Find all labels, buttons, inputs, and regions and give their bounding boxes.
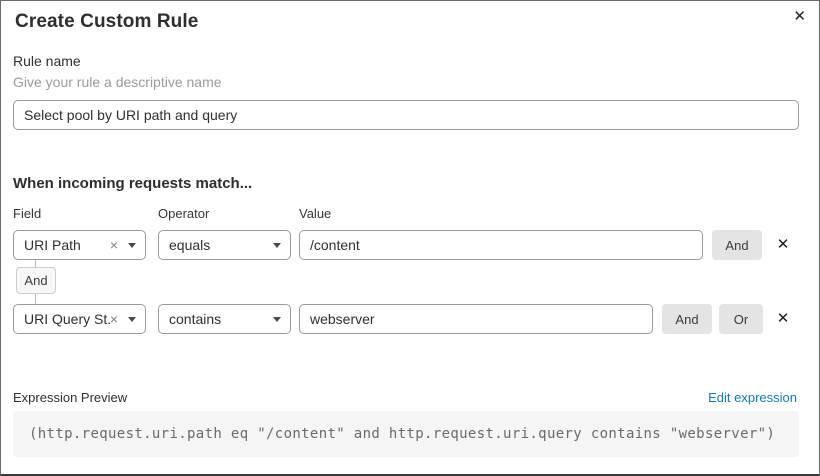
operator-dropdown-row2-value: contains xyxy=(169,311,222,327)
rule-name-label: Rule name xyxy=(13,53,81,69)
field-dropdown-row2[interactable]: URI Query St... × xyxy=(13,304,146,334)
expression-code: (http.request.uri.path eq "/content" and… xyxy=(29,426,776,442)
close-icon[interactable]: ✕ xyxy=(793,8,806,25)
column-label-field: Field xyxy=(13,206,42,221)
clear-icon[interactable]: × xyxy=(109,237,118,253)
rule-name-input[interactable] xyxy=(13,100,799,130)
clear-icon[interactable]: × xyxy=(109,311,118,327)
field-dropdown-row1[interactable]: URI Path × xyxy=(13,230,146,260)
column-label-value: Value xyxy=(299,206,332,221)
value-input-row1[interactable] xyxy=(299,230,703,260)
caret-down-icon xyxy=(128,242,136,248)
field-dropdown-row1-value: URI Path xyxy=(24,237,81,253)
caret-down-icon xyxy=(273,242,281,248)
caret-down-icon xyxy=(273,316,281,322)
or-button-row2[interactable]: Or xyxy=(719,304,763,334)
field-dropdown-row2-value: URI Query St... xyxy=(24,311,110,327)
operator-dropdown-row1-value: equals xyxy=(169,237,211,253)
dialog-title: Create Custom Rule xyxy=(15,11,199,32)
remove-row2-icon[interactable]: ✕ xyxy=(776,310,790,327)
and-button-row2[interactable]: And xyxy=(662,304,712,334)
rule-name-helper: Give your rule a descriptive name xyxy=(13,74,222,90)
expression-preview-label: Expression Preview xyxy=(13,390,128,405)
and-button-row1[interactable]: And xyxy=(712,230,762,260)
match-heading: When incoming requests match... xyxy=(13,175,253,192)
caret-down-icon xyxy=(128,316,136,322)
edit-expression-link[interactable]: Edit expression xyxy=(708,390,797,405)
connector-and-chip: And xyxy=(16,267,56,294)
value-input-row2[interactable] xyxy=(299,304,653,334)
column-label-operator: Operator xyxy=(158,206,210,221)
operator-dropdown-row2[interactable]: contains xyxy=(158,304,291,334)
remove-row1-icon[interactable]: ✕ xyxy=(776,236,790,253)
operator-dropdown-row1[interactable]: equals xyxy=(158,230,291,260)
expression-code-block: (http.request.uri.path eq "/content" and… xyxy=(13,411,799,457)
